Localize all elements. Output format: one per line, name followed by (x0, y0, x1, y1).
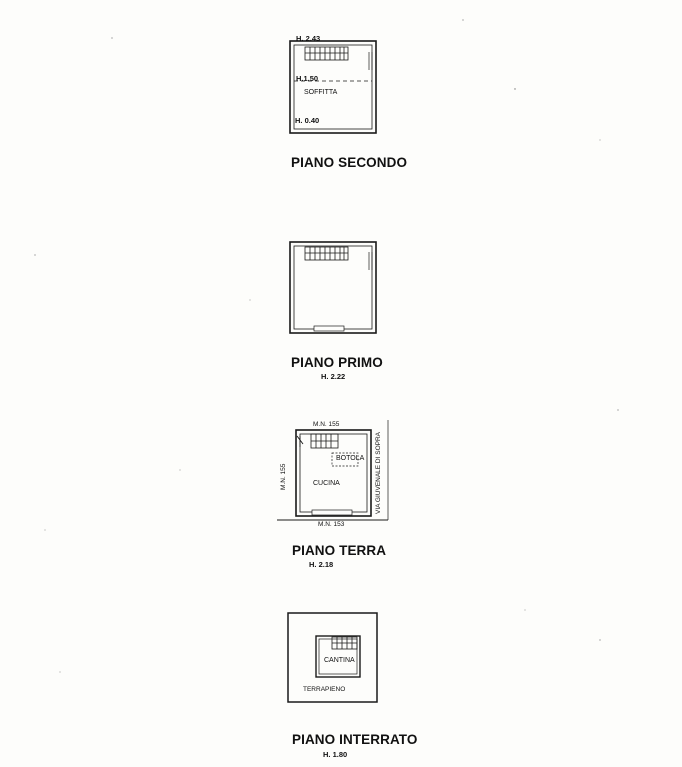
scan-specks (34, 19, 619, 673)
hatch-outline (331, 452, 359, 467)
floor-height-interrato: H. 1.80 (323, 750, 348, 759)
stair-terra (310, 433, 339, 449)
floor-title-secondo: PIANO SECONDO (291, 154, 408, 171)
window-primo-right (368, 252, 373, 270)
height-mid-label: H.1.50 (296, 74, 319, 83)
mn-top-label: M.N. 155 (313, 421, 340, 428)
floor-height-terra: H. 2.18 (309, 560, 334, 569)
plan-piano-primo (289, 241, 377, 334)
window-terra-bottom (311, 509, 353, 516)
stair-primo (304, 246, 349, 261)
hatch-label: BOTOLA (336, 455, 365, 462)
height-low-label: H. 0.40 (295, 116, 320, 125)
floor-title-primo: PIANO PRIMO (291, 354, 383, 371)
mn-left-label: M.N. 155 (280, 463, 287, 490)
room-label-soffitta: SOFFITTA (304, 89, 338, 96)
window-primo-bottom (313, 325, 345, 332)
plan-piano-terra (277, 420, 389, 521)
window-secondo (368, 52, 373, 70)
stair-secondo (304, 46, 349, 61)
room-label-cantina: CANTINA (324, 657, 355, 664)
door-terra-left (296, 435, 304, 447)
height-top-label: H. 2.43 (296, 34, 321, 43)
floor-title-terra: PIANO TERRA (292, 542, 387, 559)
room-label-cucina: CUCINA (313, 480, 340, 487)
plan-piano-secondo (289, 40, 377, 134)
stair-interrato (331, 636, 358, 650)
mn-bottom-label: M.N. 153 (318, 521, 345, 528)
floor-height-primo: H. 2.22 (321, 372, 346, 381)
street-label: VIA GIUVENALE DI SOPRA (375, 432, 382, 514)
floor-title-interrato: PIANO INTERRATO (292, 731, 418, 748)
plan-piano-interrato (287, 612, 378, 703)
terrapieno-label: TERRAPIENO (303, 686, 346, 693)
